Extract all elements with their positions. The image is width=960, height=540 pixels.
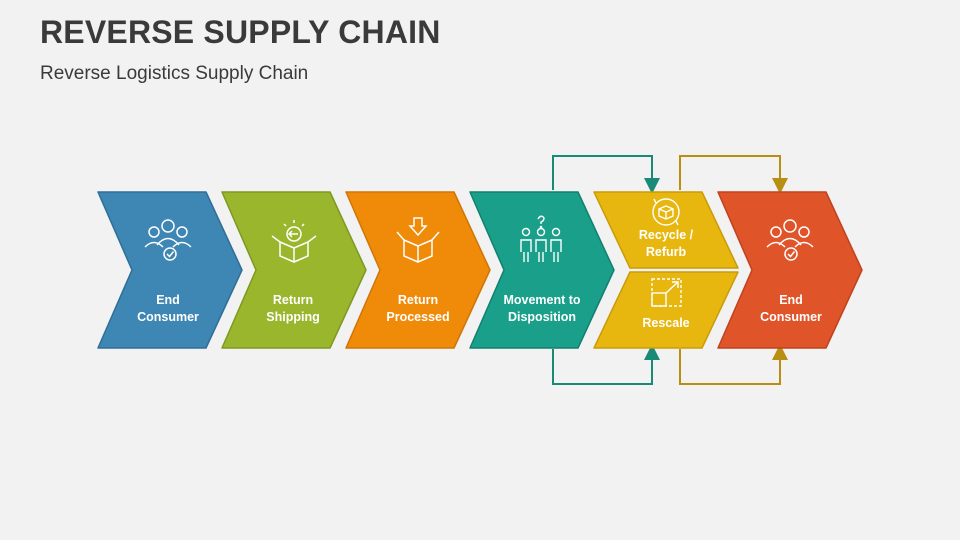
connector-disposition-to-recycle — [552, 155, 660, 194]
step-rescale: Rescale — [593, 271, 739, 349]
step-7-label-line1: End — [779, 293, 803, 307]
slide-subtitle: Reverse Logistics Supply Chain — [40, 63, 309, 84]
step-7-label-line2: Consumer — [760, 310, 822, 324]
step-3-label-line2: Processed — [386, 310, 449, 324]
step-2-label-line1: Return — [273, 293, 313, 307]
step-end-consumer-final: End Consumer — [717, 191, 863, 349]
consumer-group-icon — [766, 219, 814, 261]
step-return-shipping: Return Shipping — [221, 191, 367, 349]
step-5-label-line1: Recycle / — [639, 228, 694, 242]
consumer-group-icon — [144, 219, 192, 261]
step-6-label-line1: Rescale — [642, 316, 689, 330]
connector-rescale-to-end-consumer — [679, 344, 788, 385]
step-1-label-line2: Consumer — [137, 310, 199, 324]
step-4-label-line1: Movement to — [503, 293, 580, 307]
step-2-label-line2: Shipping — [266, 310, 319, 324]
step-5-label-line2: Refurb — [646, 245, 687, 259]
step-movement-to-disposition: Movement to Disposition — [469, 191, 615, 349]
recycle-box-icon — [652, 198, 680, 226]
people-question-icon — [520, 215, 562, 262]
connector-disposition-to-rescale — [552, 344, 660, 385]
step-1-label-line1: End — [156, 293, 180, 307]
step-3-label-line1: Return — [398, 293, 438, 307]
step-end-consumer-start: End Consumer — [97, 191, 243, 349]
step-return-processed: Return Processed — [345, 191, 491, 349]
box-download-icon — [396, 217, 440, 263]
connector-recycle-to-end-consumer — [679, 155, 788, 194]
open-box-return-icon — [271, 220, 317, 263]
slide-title: REVERSE SUPPLY CHAIN — [40, 14, 441, 50]
step-4-label-line2: Disposition — [508, 310, 576, 324]
step-recycle-refurb: Recycle / Refurb — [593, 191, 739, 269]
resize-icon — [651, 278, 682, 307]
